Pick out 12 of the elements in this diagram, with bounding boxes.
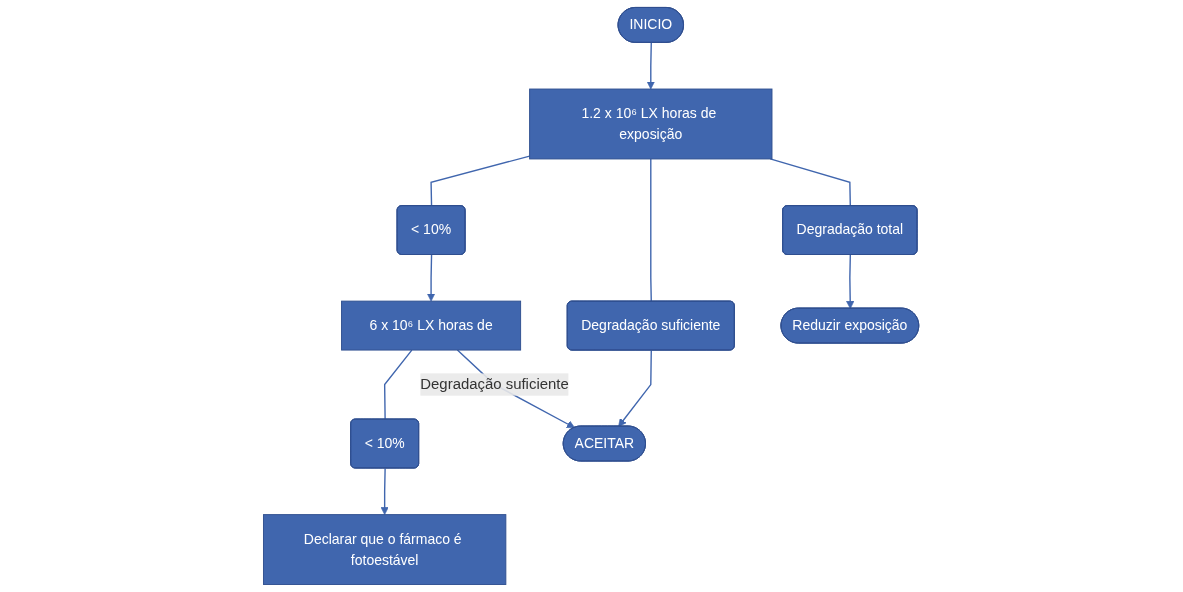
arrow [427, 254, 436, 302]
arrow [647, 42, 656, 90]
arrow [618, 349, 653, 427]
arrow [380, 467, 390, 515]
connector [650, 158, 653, 303]
node-box: 6 x 10⁶ LX horas de [341, 300, 522, 351]
arrow [846, 254, 855, 309]
node-box: 1.2 x 10⁶ LX horas de exposição [529, 88, 773, 160]
node-box: Declarar que o fármaco é fotoestável [263, 514, 507, 585]
edge-label: Degradação suficiente [420, 376, 570, 393]
connector [384, 349, 413, 421]
connector [430, 155, 531, 207]
